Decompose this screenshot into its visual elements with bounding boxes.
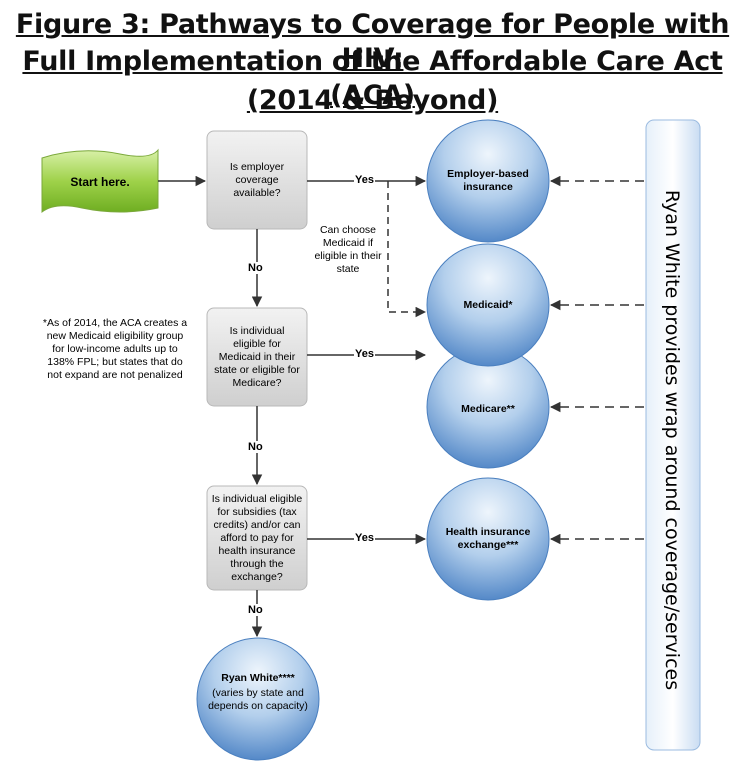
aca-footnote: *As of 2014, the ACA creates a new Medic… xyxy=(42,317,188,381)
no-label-1: No xyxy=(247,262,264,274)
employer-label: Employer-based insurance xyxy=(447,168,529,193)
yes-label-2: Yes xyxy=(354,348,375,360)
ryan-white-subtitle: (varies by state and depends on capacity… xyxy=(208,687,308,712)
employer-circle xyxy=(426,119,550,243)
no-label-2: No xyxy=(247,441,264,453)
yes-label-1: Yes xyxy=(354,174,375,186)
start-label: Start here. xyxy=(70,174,130,189)
question-2-label: Is individual eligible for Medicaid in t… xyxy=(214,324,300,389)
ryan-white-bar xyxy=(645,119,701,751)
ryan-white-title: Ryan White**** xyxy=(221,672,295,684)
title-line-1: Figure 3: Pathways to Coverage for Peopl… xyxy=(15,9,730,74)
title-line-2: Full Implementation of the Affordable Ca… xyxy=(22,46,723,111)
medicaid-circle xyxy=(426,243,550,367)
choose-medicaid-note: Can choose Medicaid if eligible in their… xyxy=(314,224,382,275)
question-1-label: Is employer coverage available? xyxy=(229,160,285,199)
title-line-3: (2014 & Beyond) xyxy=(246,85,499,116)
question-3-label: Is individual eligible for subsidies (ta… xyxy=(211,492,303,583)
exchange-label: Health insurance exchange*** xyxy=(445,526,531,551)
medicaid-label: Medicaid* xyxy=(463,298,513,311)
start-shape xyxy=(41,148,159,214)
yes-label-3: Yes xyxy=(354,532,375,544)
ryan-white-bar-label: Ryan White provides wrap around coverage… xyxy=(661,189,683,691)
ryan-white-circle xyxy=(196,637,320,761)
arrow-choose-medicaid xyxy=(387,181,427,318)
no-label-3: No xyxy=(247,604,264,616)
exchange-circle xyxy=(426,477,550,601)
medicare-label: Medicare** xyxy=(461,402,515,415)
